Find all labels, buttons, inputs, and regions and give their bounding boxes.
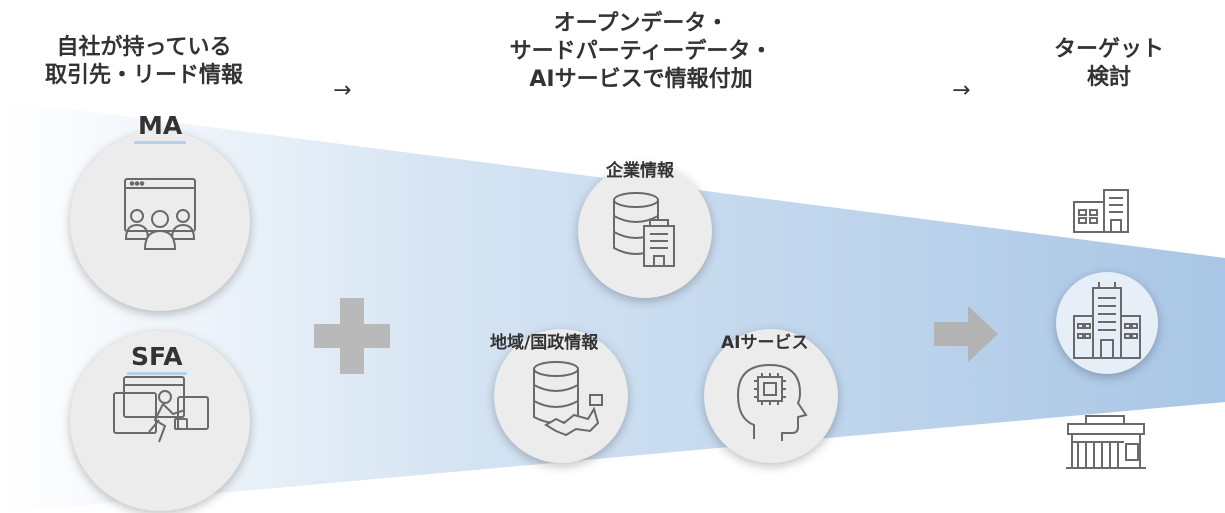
sfa-circle [70, 331, 250, 511]
right-arrow-icon [934, 306, 998, 362]
header-target: ターゲット 検討 [1044, 36, 1174, 92]
region-info-label: 地域/国政情報 [490, 333, 599, 353]
database-building-icon [613, 192, 675, 267]
region-info-circle [494, 329, 628, 463]
header-target-line1: ターゲット [1053, 37, 1164, 62]
storefront-icon [1066, 415, 1146, 469]
target-circle [1056, 272, 1158, 374]
company-info-label: 企業情報 [606, 161, 674, 181]
header-enrich-line3: AIサービスで情報付加 [529, 67, 753, 92]
header-enrich-line1: オープンデータ・ [553, 11, 729, 36]
header-enrich-line2: サードパーティーデータ・ [509, 39, 773, 64]
header-target-line2: 検討 [1086, 65, 1131, 90]
header-arrow-1: → [333, 78, 352, 103]
plus-icon [314, 298, 390, 374]
building-small-icon [1073, 189, 1129, 233]
header-arrow-2: → [952, 78, 971, 103]
building-target-icon [1073, 282, 1141, 359]
ma-circle [70, 131, 250, 311]
header-source-line2: 取引先・リード情報 [45, 63, 244, 88]
sfa-label: SFA [127, 342, 187, 375]
ai-head-icon [736, 363, 808, 441]
ai-service-label: AIサービス [721, 333, 809, 353]
ma-label: MA [133, 111, 187, 144]
people-on-screen-icon [124, 178, 196, 250]
database-map-icon [533, 361, 603, 437]
header-source-line1: 自社が持っている [56, 35, 232, 60]
header-source: 自社が持っている 取引先・リード情報 [45, 34, 243, 90]
salesperson-icon [113, 376, 209, 443]
company-info-circle [578, 164, 712, 298]
header-enrich: オープンデータ・ サードパーティーデータ・ AIサービスで情報付加 [500, 10, 782, 94]
ai-service-circle [704, 329, 838, 463]
